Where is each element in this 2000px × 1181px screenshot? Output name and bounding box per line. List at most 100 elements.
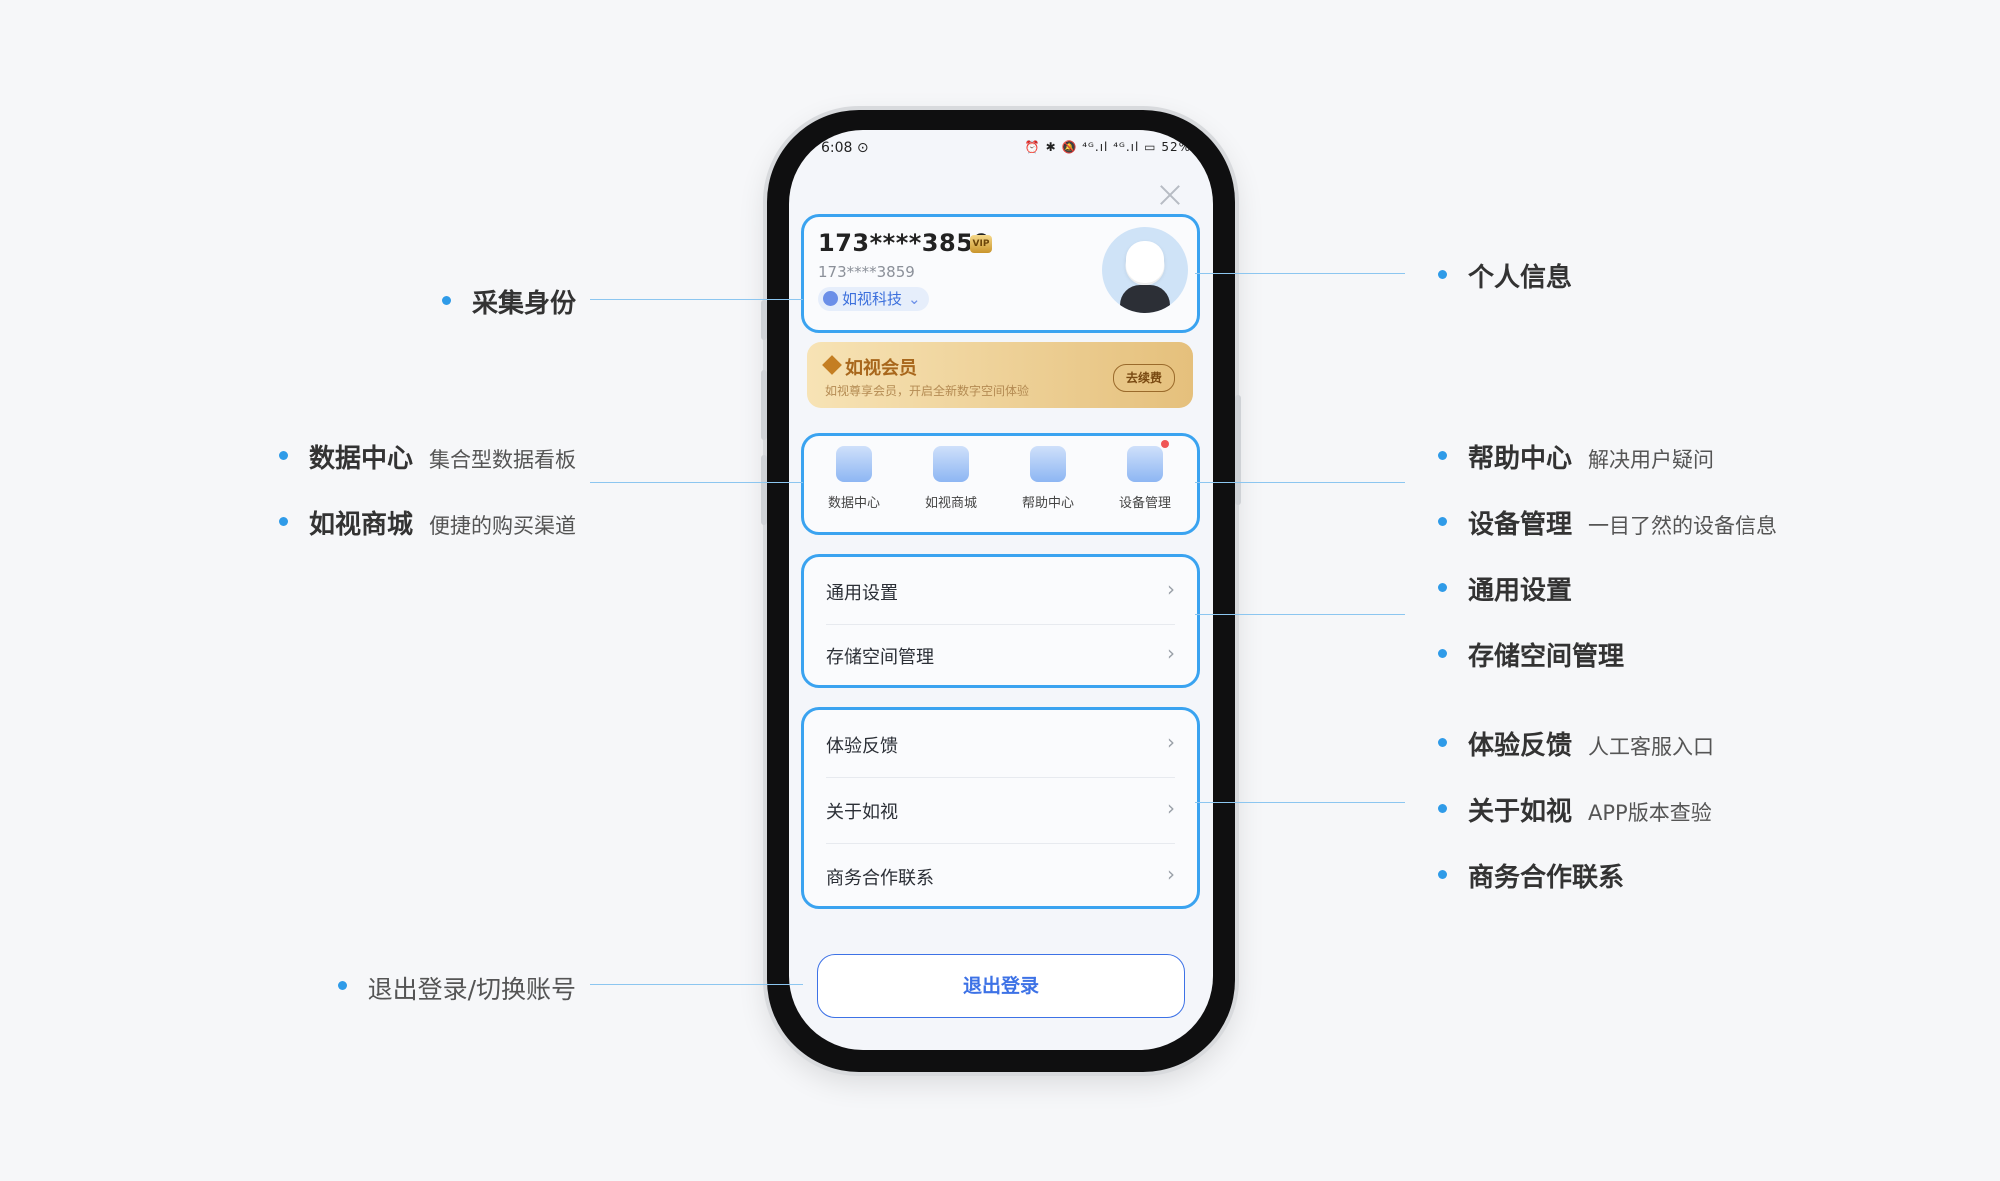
chevron-down-icon: ⌄ [908, 290, 921, 308]
quick-action-store[interactable]: 如视商城 [911, 446, 991, 511]
annotation-desc: 便捷的购买渠道 [429, 514, 576, 538]
phone-side-button [761, 455, 767, 525]
quick-action-devices[interactable]: 设备管理 [1105, 440, 1185, 511]
bullet-dot [1438, 517, 1447, 526]
annotation-logout: 退出登录/切换账号 [337, 970, 576, 1006]
connector-line [590, 299, 803, 300]
bullet-dot [278, 517, 288, 526]
settings-group: 通用设置 › 存储空间管理 › [801, 554, 1200, 688]
close-icon[interactable] [1155, 180, 1185, 210]
annotation-help: 帮助中心解决用户疑问 [1438, 438, 1715, 475]
divider [826, 777, 1175, 778]
bullet-dot [441, 296, 451, 305]
bullet-dot [1438, 583, 1447, 592]
status-icons: ⏰ ✱ 🔕 ⁴ᴳ.ıl ⁴ᴳ.ıl ▭ 52% [1024, 140, 1191, 154]
annotation-business: 商务合作联系 [1438, 857, 1625, 894]
chevron-right-icon: › [1167, 641, 1175, 665]
chevron-right-icon: › [1167, 730, 1175, 754]
annotation-store: 如视商城便捷的购买渠道 [278, 504, 576, 541]
bullet-dot [278, 451, 288, 460]
status-bar: 6:08 ⊙ ⏰ ✱ 🔕 ⁴ᴳ.ıl ⁴ᴳ.ıl ▭ 52% [789, 130, 1213, 164]
help-book-icon [1030, 446, 1066, 482]
bullet-dot [1438, 804, 1447, 813]
bullet-dot [1438, 649, 1447, 658]
vip-title: 如视会员 [845, 358, 917, 379]
settings-row-general[interactable]: 通用设置 › [804, 557, 1197, 625]
notification-dot [1161, 440, 1169, 448]
divider [826, 843, 1175, 844]
quick-action-label: 设备管理 [1118, 496, 1171, 511]
annotation-title: 数据中心 [308, 444, 413, 474]
phone-side-button [1235, 395, 1241, 505]
quick-action-help[interactable]: 帮助中心 [1008, 446, 1088, 511]
annotation-title: 采集身份 [471, 289, 576, 319]
annotation-title: 如视商城 [308, 510, 413, 540]
vip-subtitle: 如视尊享会员，开启全新数字空间体验 [825, 384, 1030, 398]
quick-actions: 数据中心 如视商城 帮助中心 设备管理 [801, 433, 1200, 535]
annotation-identity: 采集身份 [441, 283, 576, 320]
annotation-desc: 解决用户疑问 [1588, 448, 1715, 472]
data-center-icon [836, 446, 872, 482]
user-sub-phone: 173****3859 [818, 263, 915, 281]
info-row-feedback[interactable]: 体验反馈 › [804, 710, 1197, 778]
info-group: 体验反馈 › 关于如视 › 商务合作联系 › [801, 707, 1200, 909]
annotation-title: 帮助中心 [1468, 444, 1573, 474]
avatar-head [1126, 241, 1164, 283]
annotation-desc: 一目了然的设备信息 [1588, 514, 1778, 538]
bullet-dot [1438, 738, 1447, 747]
annotation-title: 关于如视 [1468, 797, 1573, 827]
quick-action-data-center[interactable]: 数据中心 [814, 446, 894, 511]
connector-line [590, 482, 803, 483]
device-icon [1127, 440, 1169, 482]
user-phone: 173****3859 [818, 229, 991, 257]
app-screen: 6:08 ⊙ ⏰ ✱ 🔕 ⁴ᴳ.ıl ⁴ᴳ.ıl ▭ 52% 173****38… [789, 130, 1213, 1050]
row-label: 商务合作联系 [826, 868, 934, 889]
diamond-icon [822, 355, 842, 375]
annotation-desc: 人工客服入口 [1588, 735, 1715, 759]
row-label: 存储空间管理 [826, 647, 934, 668]
annotation-title: 商务合作联系 [1468, 863, 1625, 893]
logout-button[interactable]: 退出登录 [817, 954, 1185, 1018]
quick-action-label: 帮助中心 [1021, 496, 1074, 511]
connector-line [1195, 482, 1405, 483]
connector-line [1195, 273, 1405, 274]
annotation-title: 设备管理 [1468, 510, 1573, 540]
annotation-title: 体验反馈 [1468, 731, 1573, 761]
connector-line [1195, 802, 1405, 803]
quick-action-label: 数据中心 [827, 496, 880, 511]
org-selector[interactable]: 如视科技 ⌄ [818, 287, 929, 311]
row-label: 关于如视 [826, 802, 898, 823]
quick-action-label: 如视商城 [924, 496, 977, 511]
connector-line [1195, 614, 1405, 615]
info-row-business[interactable]: 商务合作联系 › [804, 842, 1197, 910]
vip-badge-icon: VIP [970, 235, 992, 253]
chevron-right-icon: › [1167, 796, 1175, 820]
shopping-bag-icon [933, 446, 969, 482]
connector-line [590, 984, 803, 985]
status-time: 6:08 ⊙ [821, 140, 869, 156]
annotation-desc: 退出登录/切换账号 [367, 975, 576, 1004]
annotation-storage: 存储空间管理 [1438, 636, 1624, 673]
annotation-desc: APP版本查验 [1588, 801, 1712, 825]
chevron-right-icon: › [1167, 577, 1175, 601]
bullet-dot [1438, 870, 1447, 879]
annotation-general: 通用设置 [1438, 570, 1572, 607]
phone-side-button [761, 370, 767, 440]
row-label: 通用设置 [826, 583, 898, 604]
phone-side-button [761, 300, 767, 340]
annotation-feedback: 体验反馈人工客服入口 [1438, 725, 1715, 762]
org-name: 如视科技 [842, 290, 903, 308]
annotation-title: 个人信息 [1468, 263, 1573, 293]
bullet-dot [1438, 451, 1447, 460]
settings-row-storage[interactable]: 存储空间管理 › [804, 621, 1197, 689]
verified-shield-icon [823, 291, 838, 306]
annotation-devices: 设备管理一目了然的设备信息 [1438, 504, 1778, 541]
info-row-about[interactable]: 关于如视 › [804, 776, 1197, 844]
vip-banner[interactable]: 如视会员 如视尊享会员，开启全新数字空间体验 去续费 [807, 342, 1193, 408]
divider [826, 624, 1175, 625]
avatar[interactable] [1102, 227, 1188, 313]
renew-button[interactable]: 去续费 [1113, 364, 1175, 392]
profile-card[interactable]: 173****3859 VIP 173****3859 如视科技 ⌄ [801, 214, 1200, 333]
avatar-body [1120, 285, 1170, 313]
bullet-dot [1438, 270, 1447, 279]
